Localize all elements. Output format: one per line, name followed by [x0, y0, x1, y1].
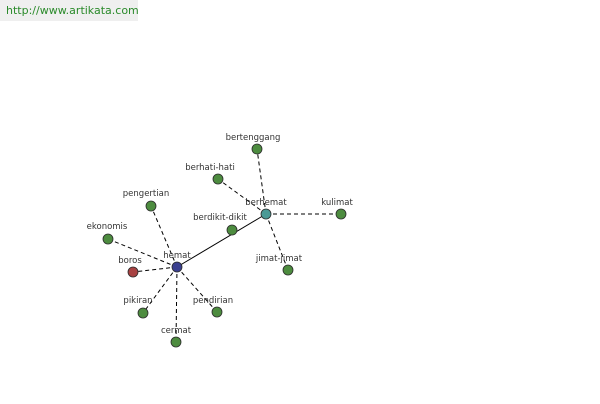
nodes-layer: [102, 143, 347, 348]
node-label-bertenggang[interactable]: bertenggang: [226, 133, 281, 143]
node-bertenggang[interactable]: [251, 143, 263, 155]
node-label-jimat-jimat[interactable]: jimat-jimat: [255, 254, 303, 264]
node-label-ekonomis[interactable]: ekonomis: [87, 222, 128, 232]
edge-hemat-pikiran: [142, 266, 178, 314]
edge-hemat-cermat: [175, 266, 178, 343]
node-label-pendirian[interactable]: pendirian: [193, 296, 233, 306]
node-label-berdikit-dikit[interactable]: berdikit-dikit: [193, 213, 247, 223]
edge-hemat-ekonomis: [107, 238, 178, 268]
node-berdikit-dikit[interactable]: [226, 224, 238, 236]
node-berhemat[interactable]: [260, 208, 272, 220]
node-cermat[interactable]: [170, 336, 182, 348]
edge-hemat-boros: [132, 266, 178, 273]
node-label-hemat[interactable]: hemat: [163, 251, 191, 261]
node-pendirian[interactable]: [211, 306, 223, 318]
edge-hemat-pendirian: [176, 266, 218, 313]
node-ekonomis[interactable]: [102, 233, 114, 245]
node-label-berhemat[interactable]: berhemat: [245, 198, 287, 208]
edge-berhemat-bertenggang: [256, 148, 267, 215]
node-pengertian[interactable]: [145, 200, 157, 212]
node-hemat[interactable]: [171, 261, 183, 273]
labels-layer: hemat berhemat boros ekonomis pengertian piki…: [87, 133, 354, 336]
node-kulimat[interactable]: [335, 208, 347, 220]
edge-berhemat-jimat-jimat: [265, 213, 289, 271]
edge-berhemat-berhati-hati: [217, 178, 267, 215]
node-pikiran[interactable]: [137, 307, 149, 319]
node-jimat-jimat[interactable]: [282, 264, 294, 276]
node-label-cermat[interactable]: cermat: [161, 326, 192, 336]
node-label-kulimat[interactable]: kulimat: [321, 198, 353, 208]
node-berhati-hati[interactable]: [212, 173, 224, 185]
node-label-berhati-hati[interactable]: berhati-hati: [185, 163, 235, 173]
edges-layer: [107, 148, 341, 343]
node-label-boros[interactable]: boros: [118, 256, 142, 266]
node-boros[interactable]: [127, 266, 139, 278]
node-label-pikiran[interactable]: pikiran: [123, 296, 152, 306]
url-banner[interactable]: http://www.artikata.com: [0, 0, 139, 21]
edge-hemat-berhemat: [176, 213, 267, 268]
url-link[interactable]: http://www.artikata.com: [6, 4, 139, 17]
node-label-pengertian[interactable]: pengertian: [123, 189, 169, 199]
